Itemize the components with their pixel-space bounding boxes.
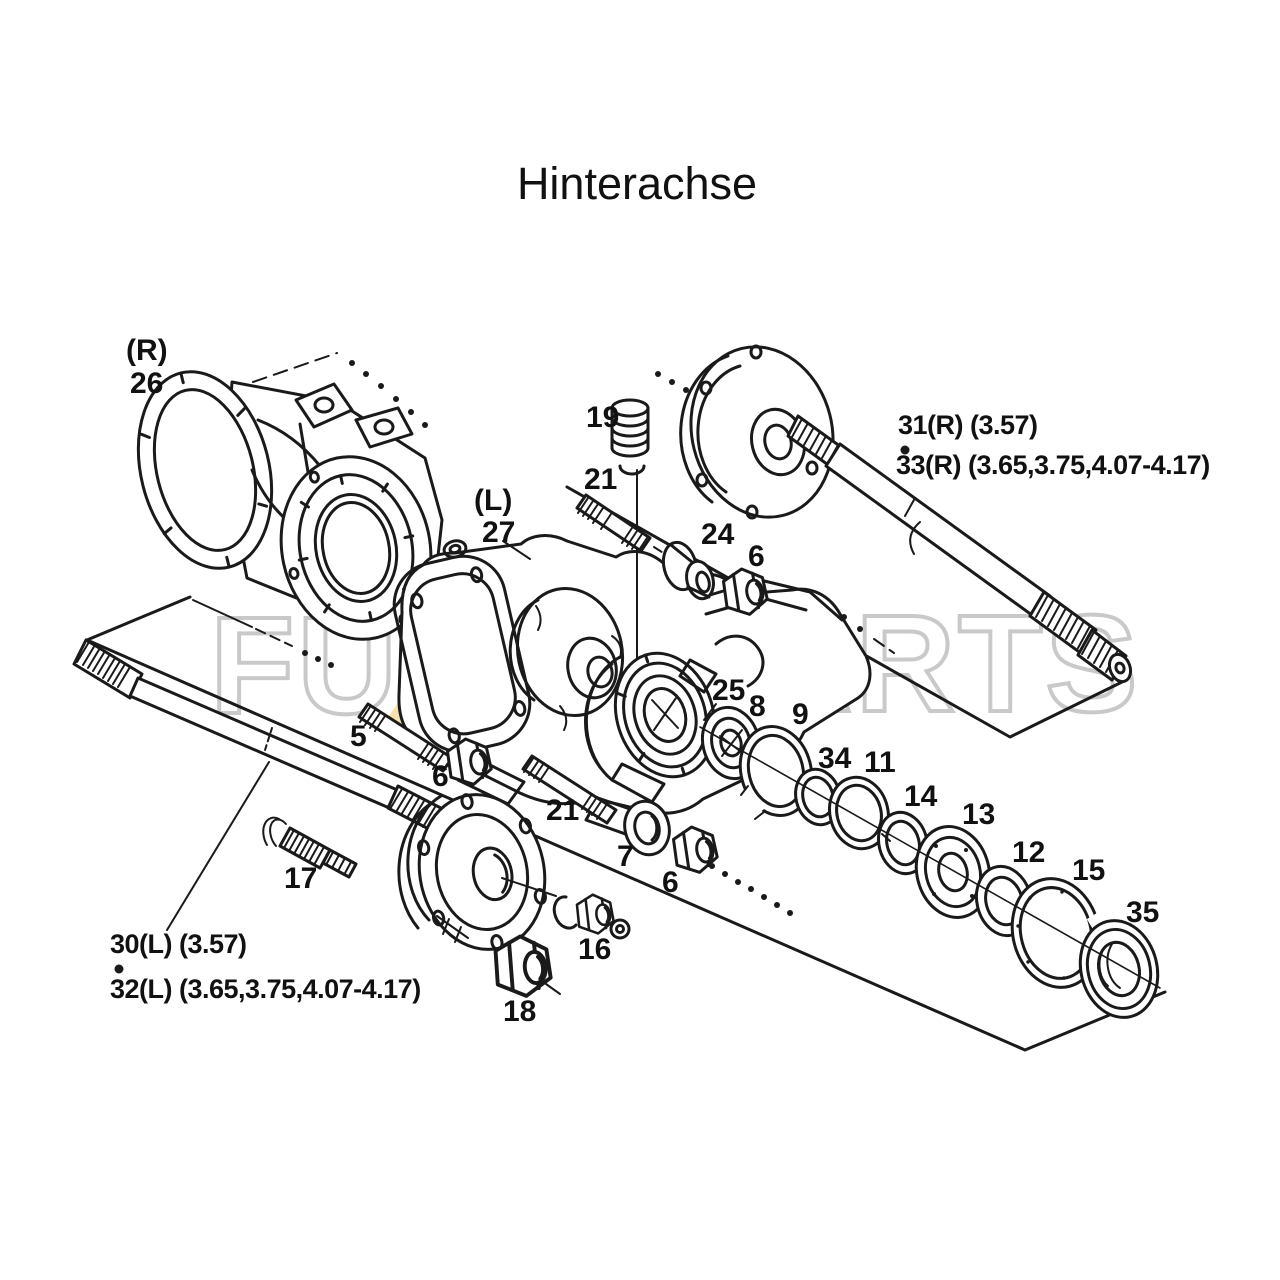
label-31: 31(R) (3.57) [898,410,1038,440]
ground-plane-lower [85,595,1167,1052]
assembly-axis-line [699,726,1161,989]
bullet-33 [900,445,910,455]
label-34: 34 [818,742,852,775]
bushing-7 [623,799,671,857]
fitting-16 [552,891,631,940]
oil-seal-35 [1078,919,1160,1019]
label-6-lower: 6 [662,866,679,899]
snap-ring-15 [1010,877,1110,989]
leader-lines [166,540,717,943]
axle-housing-right-26 [136,370,444,641]
label-6-middle: 6 [432,760,449,793]
label-14: 14 [904,780,938,813]
label-33: 33(R) (3.65,3.75,4.07-4.17) [896,450,1210,480]
label-17: 17 [284,862,317,895]
page-title: Hinterachse [517,158,757,209]
stud-21-lower [521,754,618,825]
lock-nut-18 [491,931,561,1001]
label-11: 11 [864,746,896,779]
label-35: 35 [1126,896,1159,929]
leader-hub-ticks [436,915,469,943]
label-21-lower: 21 [546,794,579,827]
stud-21-upper [575,493,652,554]
label-21-upper: 21 [584,463,617,496]
label-32: 32(L) (3.65,3.75,4.07-4.17) [110,974,421,1004]
label-24: 24 [701,518,735,551]
label-19: 19 [586,401,619,434]
label-16: 16 [578,933,611,966]
label-6-upper: 6 [748,540,765,573]
bearing-13 [914,825,992,919]
label-25: 25 [712,674,745,707]
label-side-l: (L) [474,484,512,517]
part-labels: Hinterachse (R) 26 19 (L) 27 21 24 6 31(… [110,158,1210,1028]
leader-25 [703,703,717,721]
label-27: 27 [482,516,515,549]
bullet-32 [114,964,124,974]
splined-coupling-17 [262,816,358,879]
stud-5 [357,702,454,773]
wheel-hub-flange [397,793,547,951]
leader-27 [502,540,531,560]
label-9: 9 [792,698,809,731]
ring-11 [828,775,890,851]
label-12: 12 [1012,836,1045,869]
axle-shaft-right-31-33 [679,344,1133,684]
label-18: 18 [503,995,536,1028]
label-8: 8 [749,690,766,723]
label-15: 15 [1072,854,1105,887]
leader-30-32 [166,761,270,931]
snap-ring-9 [738,725,814,820]
label-side-r: (R) [126,334,168,367]
leader-hub-16 [501,877,557,897]
bearing-case-25 [584,651,718,804]
label-5: 5 [350,720,367,753]
label-7: 7 [617,840,634,873]
label-26: 26 [130,367,163,400]
spring-plug-19 [610,398,650,739]
label-30: 30(L) (3.57) [110,929,247,959]
bushing-24 [661,540,715,601]
label-13: 13 [962,798,995,831]
